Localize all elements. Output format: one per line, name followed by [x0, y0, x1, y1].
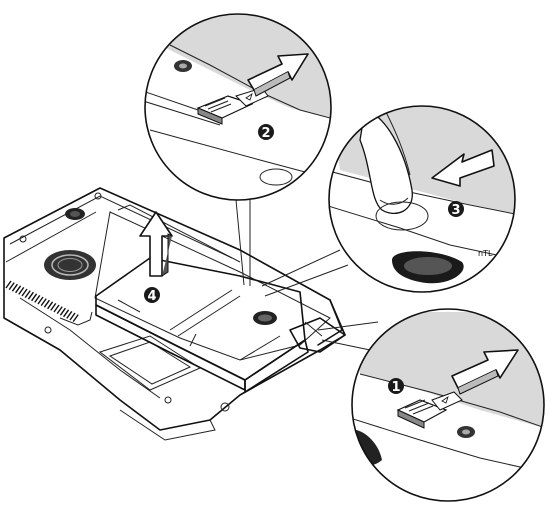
vent-grille — [6, 281, 78, 322]
step-3-label: 3 — [451, 203, 460, 218]
callout-step-3: nTL 3 — [325, 100, 520, 292]
step-4-label: 4 — [147, 289, 156, 304]
step-1-label: 1 — [391, 380, 400, 395]
port-label: nTL — [478, 249, 493, 258]
callout-step-1: 1 — [350, 309, 551, 501]
speaker-grille — [44, 250, 96, 280]
step-2-label: 2 — [261, 126, 270, 141]
step-4-marker: 4 — [144, 287, 160, 304]
battery-pack — [96, 258, 308, 392]
laptop-bottom — [4, 188, 345, 440]
lift-arrow — [140, 212, 172, 276]
callout-step-2: 2 — [140, 0, 345, 200]
